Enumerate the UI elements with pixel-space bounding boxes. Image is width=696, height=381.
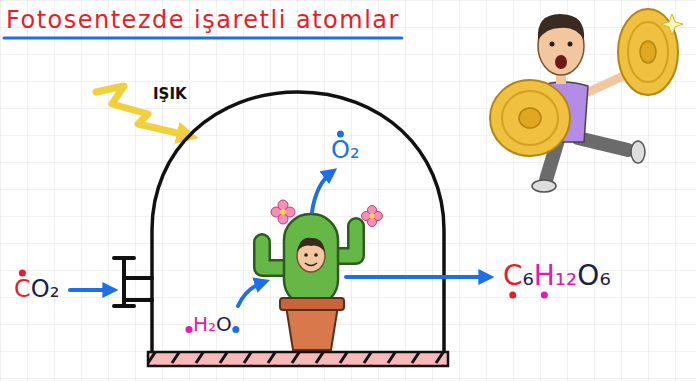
cactus-plant-part xyxy=(280,298,344,310)
cactus-plant-part-part xyxy=(368,218,377,227)
bell-jar xyxy=(148,92,448,366)
cymbal-player-part xyxy=(661,14,683,35)
marked-atom-dot xyxy=(509,292,516,299)
cactus-plant-part xyxy=(369,213,375,219)
cymbal-player-part xyxy=(628,22,668,82)
cactus-plant-part xyxy=(262,242,286,268)
cactus-plant-part xyxy=(271,200,383,227)
formula-label: CO₂ xyxy=(14,277,59,301)
inlet-pipe-part xyxy=(124,276,152,280)
formula-char: ₂ xyxy=(50,275,60,303)
formula-char: ₂ xyxy=(350,136,360,164)
cactus-plant-part xyxy=(286,306,338,350)
formula-char: O xyxy=(331,136,350,164)
formula-char: C xyxy=(14,275,31,303)
cymbal-player-part xyxy=(502,91,558,145)
cactus-plant-part xyxy=(297,238,325,252)
cactus-plant-part xyxy=(304,253,308,257)
formula-char: K xyxy=(175,85,187,103)
cactus-plant-part-part xyxy=(278,214,288,224)
cymbal-player-part xyxy=(490,80,570,156)
cactus-plant-part xyxy=(284,214,338,306)
formula-char: H xyxy=(534,259,555,292)
title-underline xyxy=(4,37,402,40)
formula-char: O xyxy=(577,259,599,292)
flow-arrows xyxy=(70,172,488,306)
flow-arrows-part xyxy=(312,172,332,212)
cymbal-player-part xyxy=(568,42,573,47)
formula-label: H₂O xyxy=(193,314,232,334)
marked-atom-dot xyxy=(186,326,193,333)
flow-arrows-part xyxy=(346,275,488,279)
marked-atom-dot xyxy=(541,292,548,299)
cymbal-player-part xyxy=(631,141,645,163)
light-bolt xyxy=(96,86,190,136)
bell-jar-part xyxy=(148,352,448,366)
formula-char: ₆ xyxy=(599,259,610,292)
cactus-plant-part xyxy=(305,263,317,266)
cactus-plant-part xyxy=(262,242,286,268)
cymbal-player-part xyxy=(640,41,656,63)
cactus-plant-part-part xyxy=(368,206,377,215)
formula-char: Ş xyxy=(159,85,170,103)
cactus-plant-part xyxy=(314,253,318,257)
formula-char: ₂ xyxy=(208,312,216,336)
cymbal-player-part xyxy=(532,180,556,192)
inlet-pipe-part xyxy=(114,256,134,260)
marked-atom-dot xyxy=(232,326,239,333)
cymbal-player xyxy=(490,9,683,192)
page-title: Fotosentezde işaretli atomlar xyxy=(6,8,400,32)
inlet-pipe xyxy=(114,258,152,306)
flow-arrows-part xyxy=(70,288,112,292)
cymbal-player-part xyxy=(578,138,628,150)
formula-char: H xyxy=(193,312,208,336)
formula-char: ₆ xyxy=(523,259,534,292)
light-label: IŞIK xyxy=(153,87,187,102)
light-bolt-part xyxy=(96,86,190,136)
cymbal-player-part xyxy=(538,14,584,40)
formula-char: I xyxy=(153,85,159,103)
inlet-pipe-part xyxy=(114,304,134,308)
cymbal-player-part xyxy=(519,108,541,128)
formula-char: I xyxy=(169,85,175,103)
cymbal-player-part xyxy=(550,42,555,47)
formula-label: O₂ xyxy=(331,138,360,162)
cactus-plant-part-part xyxy=(278,200,288,210)
bell-jar-part xyxy=(152,92,444,356)
inlet-pipe-part xyxy=(124,298,152,302)
cactus-plant-part xyxy=(280,209,286,215)
flow-arrows-part xyxy=(238,282,264,306)
formula-char: C xyxy=(503,259,523,292)
cymbal-player-part xyxy=(555,55,567,69)
formula-char: ₂ xyxy=(566,259,577,292)
formula-char: O xyxy=(216,312,232,336)
formula-char: ₁ xyxy=(555,259,566,292)
formula-char: O xyxy=(31,275,50,303)
formula-label: C₆H₁₂O₆ xyxy=(503,262,611,290)
